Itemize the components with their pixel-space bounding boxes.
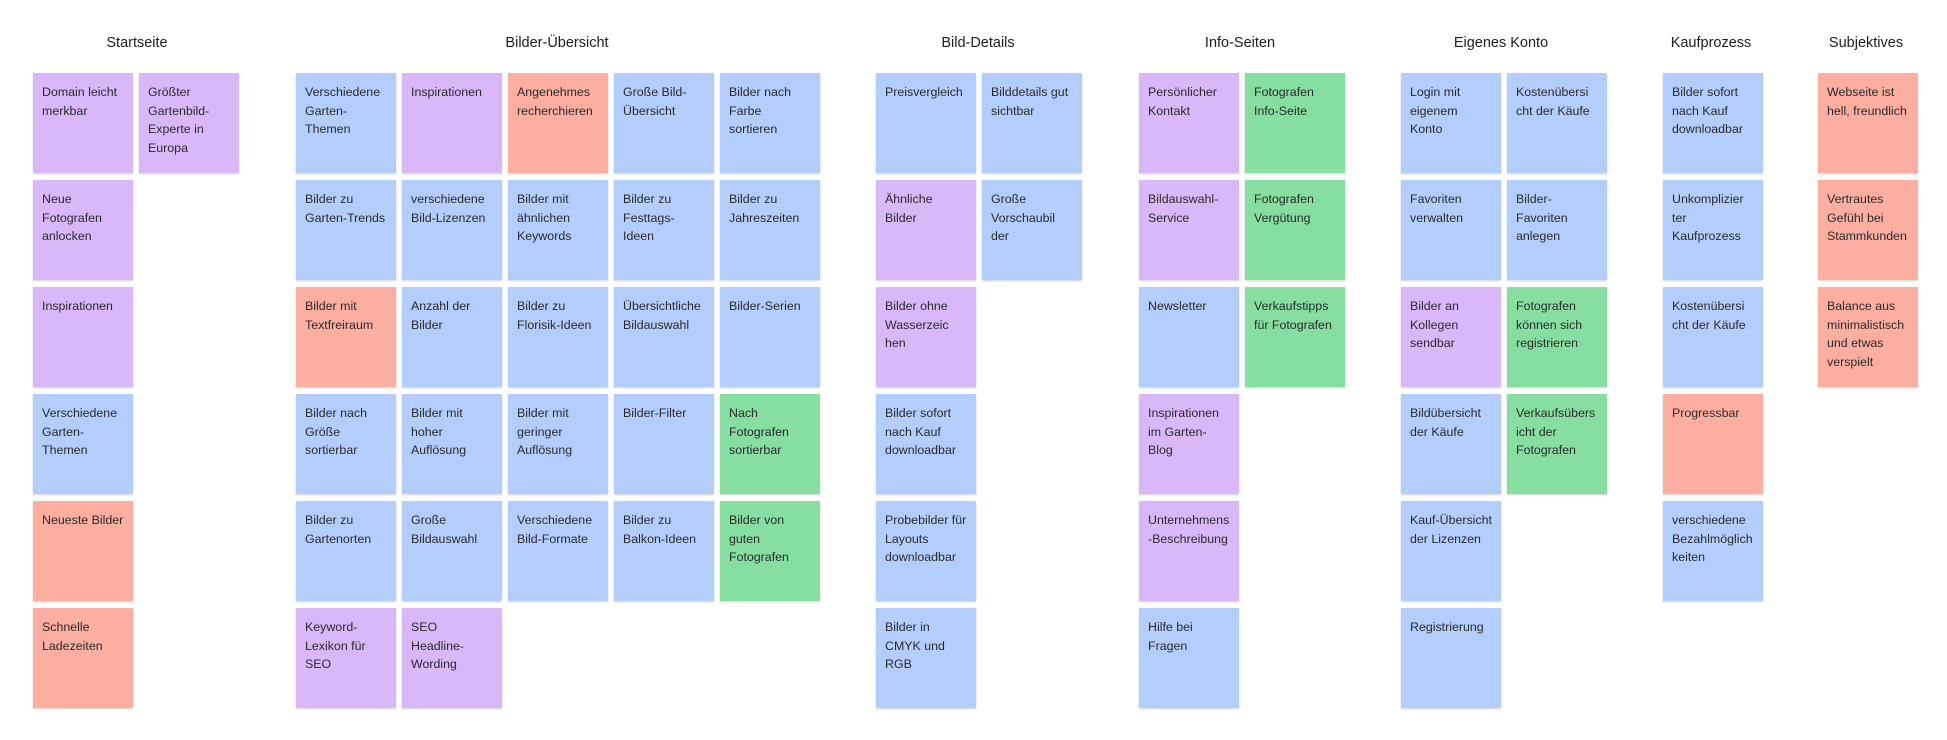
sticky-note[interactable]: Progressbar [1663,394,1763,494]
sticky-note[interactable]: Webseite ist hell, freundlich [1818,73,1918,173]
sticky-note[interactable]: Angenehmes recherchieren [508,73,608,173]
sticky-note[interactable]: Bilder-Filter [614,394,714,494]
sticky-note[interactable]: Persönlicher Kontakt [1139,73,1239,173]
sticky-note[interactable]: Neue Fotografen anlocken [33,180,133,280]
sticky-note[interactable]: verschiedene Bezahlmöglich keiten [1663,501,1763,601]
sticky-note[interactable]: SEO Headline-Wording [402,608,502,708]
group-title-eigenes-konto: Eigenes Konto [1453,35,1549,51]
sticky-note[interactable]: Hilfe bei Fragen [1139,608,1239,708]
group-title-bild-details: Bild-Details [941,35,1015,51]
sticky-note[interactable]: Verschiedene Garten-Themen [33,394,133,494]
sticky-note[interactable]: Inspirationen [33,287,133,387]
sticky-note[interactable]: Bilder nach Farbe sortieren [720,73,820,173]
sticky-note[interactable]: Probebilder für Layouts downloadbar [876,501,976,601]
sticky-note[interactable]: Bilder an Kollegen sendbar [1401,287,1501,387]
sticky-note[interactable]: Verschiedene Garten-Themen [296,73,396,173]
sticky-note[interactable]: Bilder zu Festtags-Ideen [614,180,714,280]
sticky-note[interactable]: Login mit eigenem Konto [1401,73,1501,173]
sticky-note[interactable]: Anzahl der Bilder [402,287,502,387]
group-title-kaufprozess: Kaufprozess [1670,35,1752,51]
sticky-note[interactable]: Kostenübersi cht der Käufe [1663,287,1763,387]
sticky-note[interactable]: Bilder nach Größe sortierbar [296,394,396,494]
sticky-note[interactable]: Bilddetails gut sichtbar [982,73,1082,173]
sticky-note[interactable]: Neueste Bilder [33,501,133,601]
sticky-note[interactable]: Übersichtliche Bildauswahl [614,287,714,387]
sticky-note[interactable]: Kauf-Übersicht der Lizenzen [1401,501,1501,601]
sticky-note[interactable]: Bilder in CMYK und RGB [876,608,976,708]
sticky-note[interactable]: Bilder mit ähnlichen Keywords [508,180,608,280]
sticky-note[interactable]: Nach Fotografen sortierbar [720,394,820,494]
sticky-note[interactable]: Keyword-Lexikon für SEO [296,608,396,708]
sticky-note[interactable]: verschiedene Bild-Lizenzen [402,180,502,280]
sticky-note[interactable]: Fotografen Vergütung [1245,180,1345,280]
sticky-note[interactable]: Registrierung [1401,608,1501,708]
sticky-note[interactable]: Favoriten verwalten [1401,180,1501,280]
sticky-note[interactable]: Inspirationen im Garten-Blog [1139,394,1239,494]
sticky-note[interactable]: Bilder zu Jahreszeiten [720,180,820,280]
sticky-note[interactable]: Bildauswahl-Service [1139,180,1239,280]
sticky-note[interactable]: Bilder-Serien [720,287,820,387]
group-title-startseite: Startseite [106,35,168,51]
sticky-note[interactable]: Domain leicht merkbar [33,73,133,173]
sticky-note[interactable]: Bilder sofort nach Kauf downloadbar [876,394,976,494]
sticky-note[interactable]: Unternehmens -Beschreibung [1139,501,1239,601]
sticky-note[interactable]: Bilder mit geringer Auflösung [508,394,608,494]
sticky-note[interactable]: Bilder-Favoriten anlegen [1507,180,1607,280]
group-title-bilder-uebersicht: Bilder-Übersicht [505,35,609,51]
sticky-note[interactable]: Bilder ohne Wasserzeic hen [876,287,976,387]
sticky-note[interactable]: Fotografen können sich registrieren [1507,287,1607,387]
sticky-note[interactable]: Fotografen Info-Seite [1245,73,1345,173]
sticky-note[interactable]: Bilder zu Garten-Trends [296,180,396,280]
sticky-note[interactable]: Bilder zu Florisik-Ideen [508,287,608,387]
sticky-note[interactable]: Bilder zu Gartenorten [296,501,396,601]
sticky-note[interactable]: Preisvergleich [876,73,976,173]
sticky-note[interactable]: Schnelle Ladezeiten [33,608,133,708]
sticky-note[interactable]: Große Vorschaubil der [982,180,1082,280]
sticky-note[interactable]: Bilder sofort nach Kauf downloadbar [1663,73,1763,173]
sticky-note[interactable]: Ähnliche Bilder [876,180,976,280]
sticky-note[interactable]: Größter Gartenbild-Experte in Europa [139,73,239,173]
sticky-note[interactable]: Verschiedene Bild-Formate [508,501,608,601]
sticky-note[interactable]: Verkaufsübers icht der Fotografen [1507,394,1607,494]
sticky-note[interactable]: Bilder von guten Fotografen [720,501,820,601]
sticky-note[interactable]: Bilder mit Textfreiraum [296,287,396,387]
sticky-note[interactable]: Bildübersicht der Käufe [1401,394,1501,494]
group-title-info-seiten: Info-Seiten [1204,35,1276,51]
sticky-note[interactable]: Kostenübersi cht der Käufe [1507,73,1607,173]
sticky-note[interactable]: Große Bildauswahl [402,501,502,601]
sticky-note[interactable]: Bilder mit hoher Auflösung [402,394,502,494]
sticky-note[interactable]: Inspirationen [402,73,502,173]
sticky-note[interactable]: Verkaufstipps für Fotografen [1245,287,1345,387]
sticky-note[interactable]: Unkomplizier ter Kaufprozess [1663,180,1763,280]
sticky-note[interactable]: Große Bild-Übersicht [614,73,714,173]
sticky-note[interactable]: Bilder zu Balkon-Ideen [614,501,714,601]
sticky-note[interactable]: Vertrautes Gefühl bei Stammkunden [1818,180,1918,280]
sticky-note[interactable]: Newsletter [1139,287,1239,387]
sticky-note[interactable]: Balance aus minimalistisch und etwas ver… [1818,287,1918,387]
group-title-subjektives: Subjektives [1828,35,1904,51]
